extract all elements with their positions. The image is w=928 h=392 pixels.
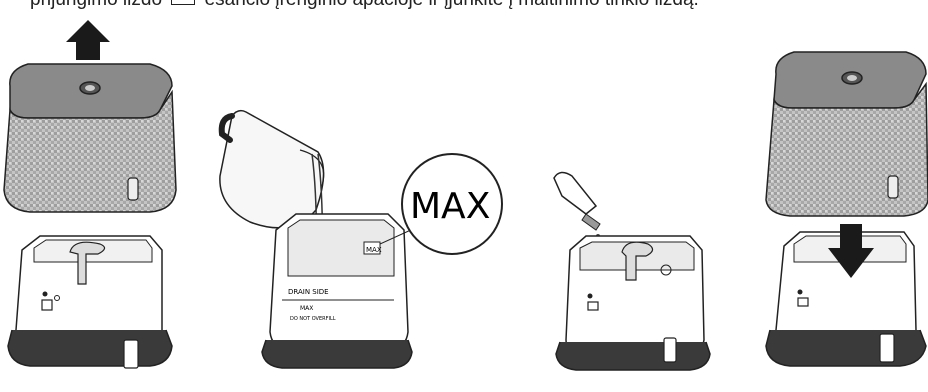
oil-bottle bbox=[554, 172, 600, 230]
cover-top-2 bbox=[774, 52, 926, 108]
step3-group bbox=[554, 172, 710, 370]
tank-open bbox=[556, 236, 710, 370]
humidifier-base bbox=[8, 236, 172, 368]
max-mark-big: MAX bbox=[410, 186, 490, 227]
step4-group bbox=[766, 52, 928, 366]
cover-top bbox=[10, 64, 172, 118]
max-line-label: MAX bbox=[300, 305, 313, 312]
water-jug bbox=[220, 111, 324, 228]
max-mark-small: MAX bbox=[366, 246, 382, 254]
overfill-label: DO NOT OVERFILL bbox=[290, 316, 336, 322]
step2-group: MAX DRAIN SIDE MAX DO NOT OVERFILL MAX bbox=[220, 111, 502, 368]
lift-up-arrow-icon bbox=[66, 20, 110, 60]
step1-group bbox=[4, 20, 176, 368]
drain-side-label: DRAIN SIDE bbox=[288, 288, 329, 296]
water-tank: MAX DRAIN SIDE MAX DO NOT OVERFILL bbox=[262, 214, 412, 368]
